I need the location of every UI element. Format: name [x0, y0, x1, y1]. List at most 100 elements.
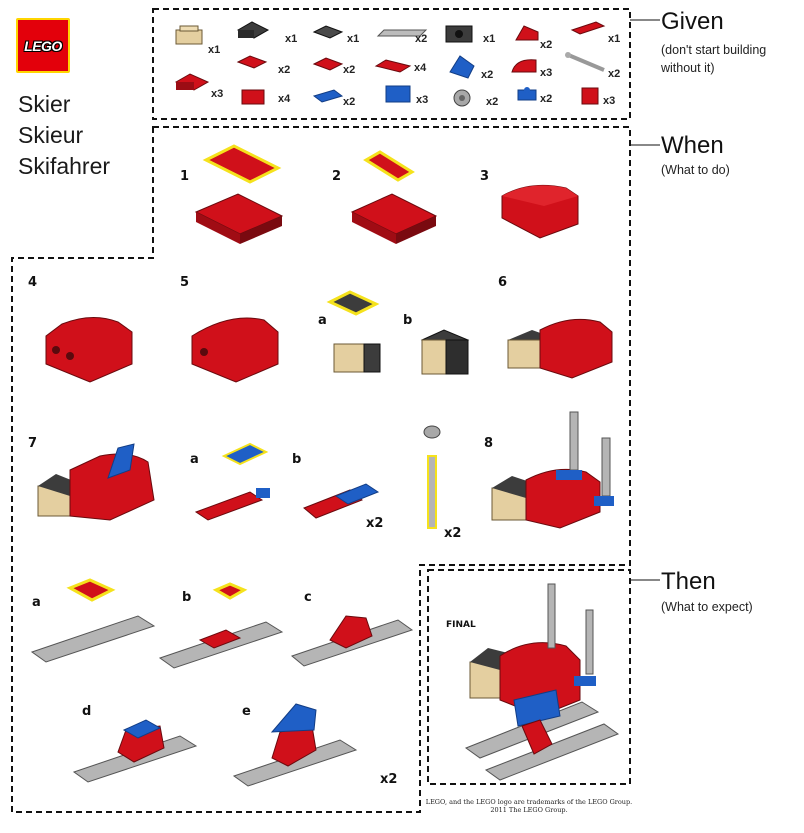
ski-e-label: e — [242, 704, 251, 719]
part-tan-brick — [175, 25, 203, 45]
part-red-plate-long — [374, 59, 412, 73]
ski-mult: x2 — [380, 772, 398, 787]
final-label: FINAL — [446, 620, 476, 630]
part-gray-long-plate — [376, 29, 428, 37]
qty-7: x3 — [211, 88, 224, 100]
qty-2: x1 — [347, 33, 360, 45]
part-red-plate-small — [236, 55, 268, 69]
step-5b-label: b — [403, 313, 413, 328]
step-7b-label: b — [292, 452, 302, 467]
title-line-1: Skier — [18, 91, 71, 117]
qty-5: x2 — [540, 39, 553, 51]
part-dark-plate — [236, 21, 270, 39]
step-8-label: 8 — [484, 436, 494, 451]
then-frame — [427, 569, 631, 785]
step-7b-mult: x2 — [366, 516, 384, 531]
final-model-art — [464, 583, 620, 781]
qty-16: x3 — [416, 94, 429, 106]
trademark-line-2: 2011 The LEGO Group. — [490, 806, 568, 814]
part-blue-tile — [312, 89, 344, 103]
when-label: When — [661, 132, 724, 159]
part-red-tile-2 — [312, 57, 344, 71]
step8-art — [491, 411, 614, 529]
part-gray-round — [453, 89, 471, 107]
step7b-art — [303, 483, 380, 519]
given-label: Given — [661, 8, 724, 35]
qty-3: x2 — [415, 33, 428, 45]
step5b-art — [420, 329, 470, 375]
then-label: Then — [661, 568, 716, 595]
step7-bar-art — [423, 425, 441, 529]
step-7-label: 7 — [28, 436, 38, 451]
trademark-line-1: LEGO, and the LEGO logo are trademarks o… — [425, 798, 633, 806]
qty-8: x2 — [278, 64, 291, 76]
part-dark-tile — [312, 25, 344, 39]
qty-1: x1 — [285, 33, 298, 45]
step7a-art — [194, 442, 270, 521]
ski-d-art — [72, 719, 198, 783]
step2-art — [350, 150, 438, 244]
step-7-bar-mult: x2 — [444, 526, 462, 541]
part-red-tile — [570, 21, 606, 35]
step4-art — [45, 317, 133, 383]
then-sub: (What to expect) — [661, 600, 753, 614]
qty-11: x2 — [481, 69, 494, 81]
part-red-brick-small — [581, 87, 599, 105]
step-1-label: 1 — [180, 169, 190, 184]
step-3-label: 3 — [480, 169, 490, 184]
step5a-art — [326, 290, 381, 373]
lego-logo: LEGO — [16, 18, 70, 73]
title-line-2: Skieur — [18, 122, 84, 148]
qty-6: x1 — [608, 33, 621, 45]
step-6-label: 6 — [498, 275, 508, 290]
qty-17: x2 — [486, 96, 499, 108]
step5-art — [191, 317, 279, 383]
part-red-plate-2x2 — [174, 73, 210, 91]
title-line-3: Skifahrer — [18, 153, 111, 179]
qty-0: x1 — [208, 44, 221, 56]
part-blue-clip — [517, 87, 537, 101]
when-sub: (What to do) — [661, 163, 730, 177]
ski-c-art — [290, 615, 414, 667]
step-5a-label: a — [318, 313, 327, 328]
step6-art — [507, 318, 613, 379]
ski-b-art — [158, 582, 284, 669]
qty-12: x3 — [540, 67, 553, 79]
step-7a-label: a — [190, 452, 199, 467]
ski-e-art — [232, 703, 358, 787]
part-blue-slope — [449, 55, 475, 79]
step-4-label: 4 — [28, 275, 38, 290]
ski-a-art — [30, 578, 156, 663]
qty-19: x3 — [603, 95, 616, 107]
step3-art — [501, 184, 579, 239]
qty-13: x2 — [608, 68, 621, 80]
qty-14: x4 — [278, 93, 291, 105]
given-sub-1: (don't start building — [661, 43, 767, 57]
ski-b-label: b — [182, 590, 192, 605]
given-frame — [152, 8, 631, 120]
qty-4: x1 — [483, 33, 496, 45]
step7-art — [37, 443, 155, 521]
step1-art — [194, 144, 284, 244]
step-5-label: 5 — [180, 275, 190, 290]
logo-text: LEGO — [24, 37, 62, 54]
when-frame — [11, 126, 631, 813]
step-2-label: 2 — [332, 169, 342, 184]
qty-18: x2 — [540, 93, 553, 105]
qty-10: x4 — [414, 62, 427, 74]
part-dark-brick — [445, 25, 473, 43]
part-blue-brick — [385, 85, 411, 103]
part-red-curve — [511, 59, 537, 73]
given-sub-2: without it) — [661, 61, 715, 75]
trademark-note: LEGO, and the LEGO logo are trademarks o… — [414, 798, 644, 814]
part-gray-bar — [565, 52, 605, 72]
ski-a-label: a — [32, 595, 41, 610]
qty-15: x2 — [343, 96, 356, 108]
qty-9: x2 — [343, 64, 356, 76]
ski-d-label: d — [82, 704, 92, 719]
part-red-slope — [515, 25, 539, 41]
part-red-brick-1x1 — [241, 89, 265, 105]
